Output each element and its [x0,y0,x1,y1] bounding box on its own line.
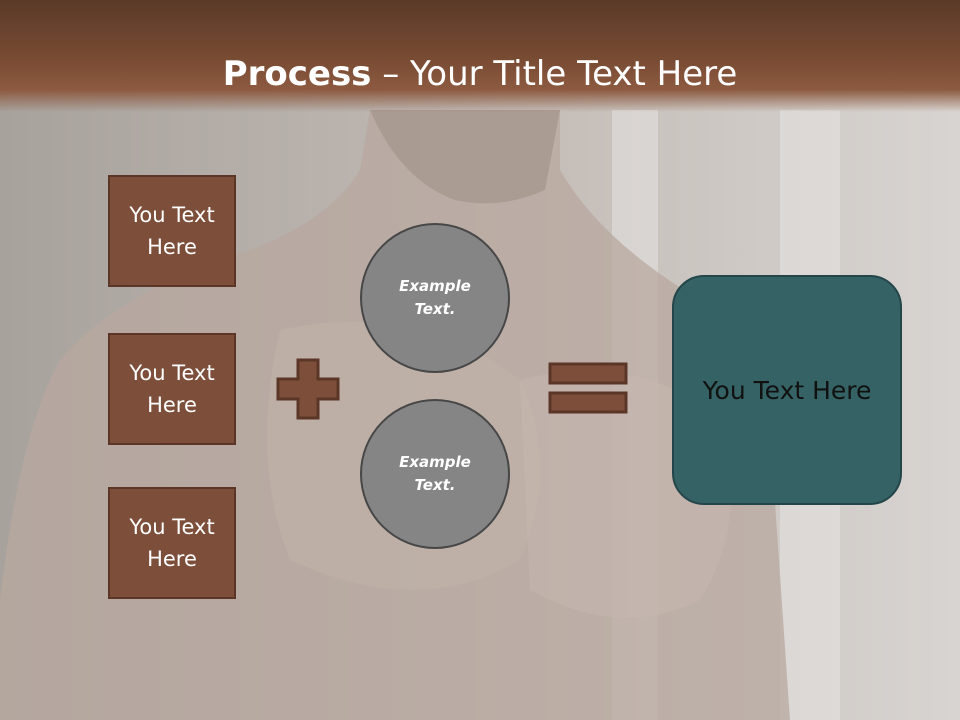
slide-title-bold: Process [222,54,372,94]
left-text-box-1[interactable]: You Text Here [108,175,236,287]
example-circle-1[interactable]: Example Text. [360,223,510,373]
left-text-box-3[interactable]: You Text Here [108,487,236,599]
example-circle-2[interactable]: Example Text. [360,399,510,549]
result-text-box[interactable]: You Text Here [672,275,902,505]
example-circle-label: Example Text. [399,277,471,318]
result-text-box-label: You Text Here [702,375,872,405]
left-text-box-2[interactable]: You Text Here [108,333,236,445]
left-text-box-label: You Text Here [129,203,215,259]
plus-icon [276,358,340,420]
example-circle-label: Example Text. [399,453,471,494]
slide-title[interactable]: Process – Your Title Text Here [0,52,960,96]
left-text-box-label: You Text Here [129,515,215,571]
slide-title-rest: – Your Title Text Here [371,54,738,94]
left-text-box-label: You Text Here [129,361,215,417]
equals-icon [548,362,628,414]
title-bar [0,0,960,112]
